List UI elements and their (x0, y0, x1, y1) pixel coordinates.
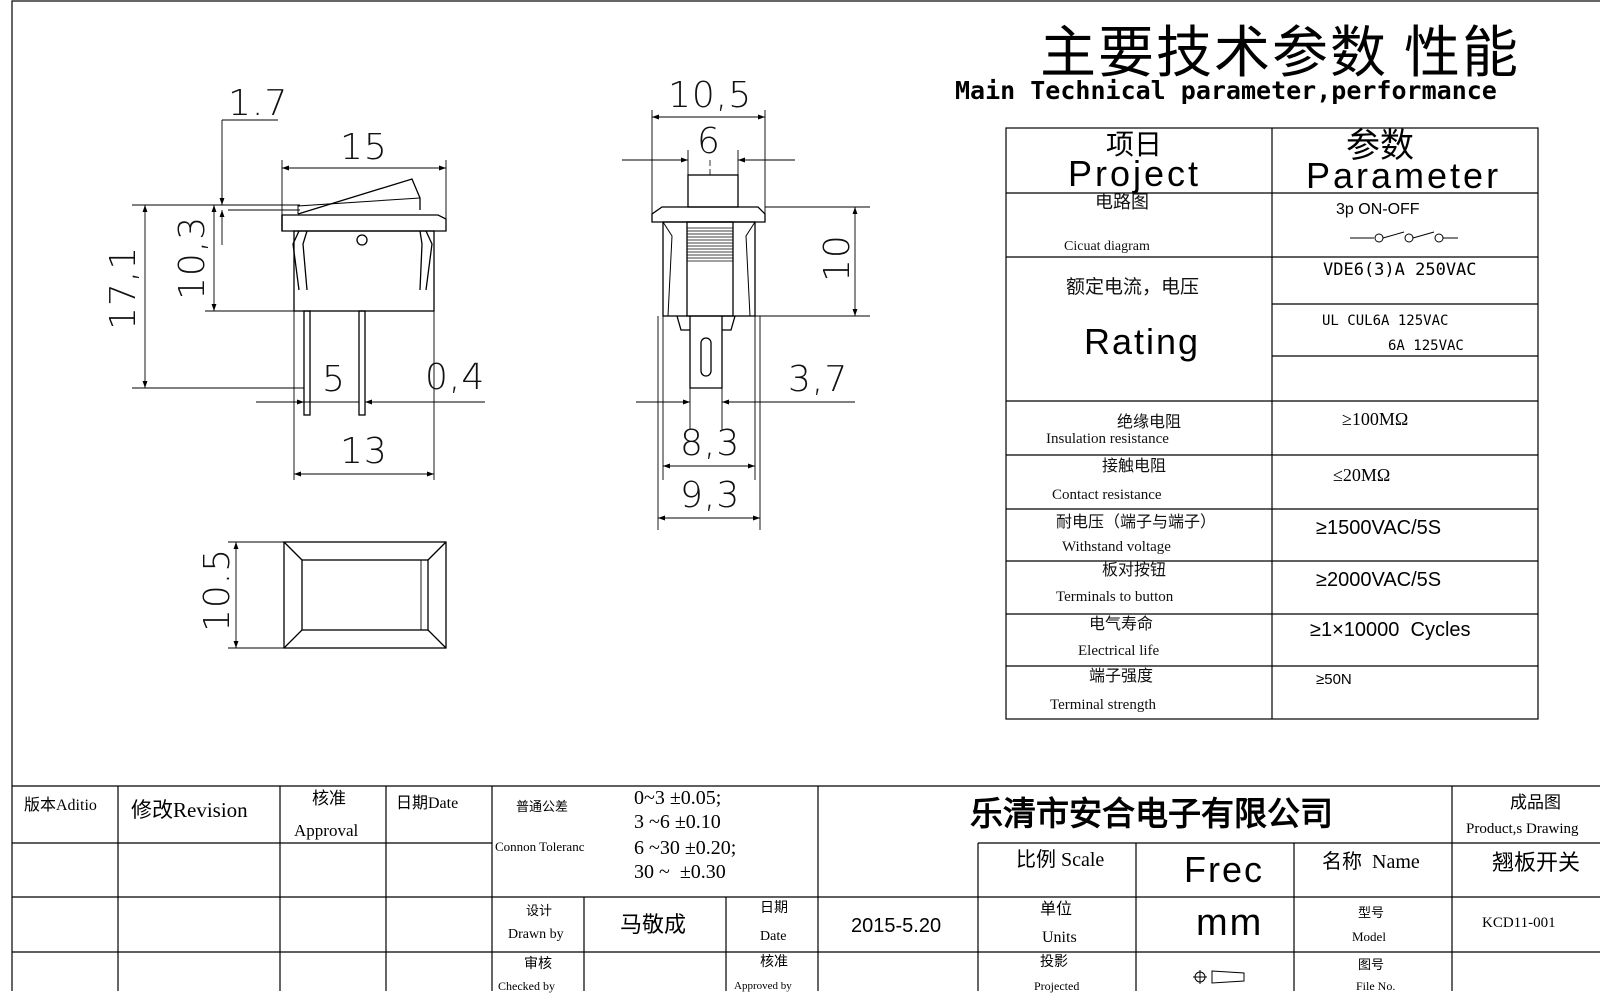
row-circuit-label-cn: 电路图 (1095, 192, 1149, 213)
dim-front-0-4: 0,4 (425, 357, 486, 398)
tb-model-en: Model (1352, 929, 1386, 944)
rocker-top (297, 178, 421, 215)
tb-checked-cn: 审核 (524, 957, 552, 972)
tb-tolerance-en: Connon Toleranc (495, 839, 585, 854)
row-withstand-label-cn: 耐电压（端子与端子） (1056, 512, 1217, 531)
tb-approved-en: Approved by (734, 980, 792, 992)
row-insulation-label-cn: 绝缘电阻 (1117, 412, 1182, 431)
row-circuit-value: 3p ON-OFF (1336, 201, 1420, 218)
tb-date: 日期Date (396, 795, 459, 812)
cutout-view (228, 541, 447, 649)
row-strength-value: ≥50N (1316, 671, 1352, 688)
page-title-cn: 主要技术参数 性能 (1040, 23, 1520, 85)
row-button-label-en: Terminals to button (1056, 589, 1174, 605)
front-dimension-lines (142, 160, 485, 477)
tb-approval-en: Approval (294, 821, 359, 840)
dim-front-15: 15 (340, 127, 388, 168)
row-strength-label-en: Terminal strength (1050, 697, 1157, 713)
tb-date2-cn: 日期 (760, 901, 788, 916)
tb-units-en: Units (1042, 929, 1077, 946)
tb-product-en: Product,s Drawing (1466, 821, 1579, 837)
tb-model-value: KCD11-001 (1482, 915, 1556, 931)
dim-front-13: 13 (340, 431, 388, 472)
row-life-value: ≥1×10000 Cycles (1310, 619, 1471, 641)
tb-drawn-value: 马敬成 (620, 912, 687, 937)
tb-units-cn: 单位 (1040, 901, 1073, 918)
row-rating-label-cn: 额定电流，电压 (1066, 276, 1200, 298)
tb-checked-en: Checked by (498, 979, 555, 993)
row-circuit-label-en: Cicuat diagram (1064, 239, 1150, 254)
front-view (132, 119, 447, 480)
row-rating-label-en: Rating (1084, 321, 1201, 362)
row-contact-value: ≤20MΩ (1333, 465, 1391, 485)
projection-symbol (1193, 970, 1245, 984)
circuit-symbol (1350, 231, 1458, 243)
tb-tolerance-2: 3 ~6 ±0.10 (634, 811, 721, 833)
dim-side-6: 6 (697, 121, 721, 162)
row-insulation-value: ≥100MΩ (1342, 409, 1409, 429)
row-rating-value-1: VDE6(3)A 250VAC (1323, 260, 1477, 280)
tb-approved-cn: 核准 (760, 955, 788, 970)
side-view (651, 110, 870, 530)
row-withstand-label-en: Withstand voltage (1062, 539, 1171, 555)
row-life-label-cn: 电气寿命 (1089, 614, 1154, 633)
row-life-label-en: Electrical life (1078, 643, 1160, 659)
row-rating-value-2: UL CUL6A 125VAC (1322, 313, 1449, 329)
tb-company: 乐清市安合电子有限公司 (970, 795, 1333, 832)
row-contact-label-en: Contact resistance (1052, 487, 1162, 503)
tb-units-value: mm (1196, 902, 1264, 944)
dim-side-9-3: 9,3 (680, 475, 741, 516)
row-contact-label-cn: 接触电阻 (1102, 456, 1167, 475)
tb-fileno-cn: 图号 (1358, 957, 1385, 972)
tb-name-value: 翘板开关 (1492, 850, 1581, 875)
row-insulation-label-en: Insulation resistance (1046, 431, 1169, 447)
row-withstand-value: ≥1500VAC/5S (1316, 517, 1442, 539)
spec-table-grid (1005, 127, 1539, 720)
tb-date2-value: 2015-5.20 (851, 915, 942, 937)
dim-cutout-10-5: 10.5 (197, 547, 238, 632)
tb-tolerance-4: 30 ~ ±0.30 (634, 861, 726, 883)
tb-drawn-cn: 设计 (526, 903, 553, 918)
table-header-param-cn: 参数 (1346, 128, 1414, 165)
row-button-value: ≥2000VAC/5S (1316, 569, 1442, 591)
dim-side-3-7: 3,7 (788, 359, 849, 400)
tb-model-cn: 型号 (1358, 905, 1385, 920)
dim-front-5: 5 (322, 359, 346, 400)
row-rating-value-3: 6A 125VAC (1388, 338, 1464, 354)
tb-tolerance-cn: 普通公差 (516, 799, 569, 814)
tb-name-label: 名称 Name (1322, 851, 1420, 873)
tb-date2-en: Date (760, 929, 787, 944)
table-header-param-en: Parameter (1306, 155, 1502, 196)
tb-scale-label: 比例 Scale (1016, 849, 1105, 871)
tb-tolerance-3: 6 ~30 ±0.20; (634, 837, 737, 859)
tb-fileno-en: File No. (1356, 979, 1396, 993)
table-header-item-en: Project (1068, 153, 1202, 194)
sheet-border (11, 0, 1600, 991)
tb-projected-en: Projected (1034, 979, 1080, 993)
dim-front-1-7: 1.7 (228, 83, 289, 124)
tb-edition: 版本Aditio (24, 797, 97, 814)
tb-tolerance-1: 0~3 ±0.05; (634, 787, 722, 809)
dim-side-8-3: 8,3 (680, 423, 741, 464)
dim-side-10: 10 (817, 234, 858, 282)
title-block-grid (12, 785, 1600, 991)
row-strength-label-cn: 端子强度 (1089, 666, 1154, 685)
tb-product-cn: 成品图 (1510, 793, 1561, 812)
tb-drawn-en: Drawn by (508, 927, 564, 942)
tb-revision: 修改Revision (131, 798, 248, 822)
dim-side-10-5: 10,5 (668, 75, 753, 116)
tb-approval-cn: 核准 (312, 789, 346, 808)
dim-front-10-3: 10,3 (172, 215, 213, 300)
page-title-en: Main Technical parameter,performance (955, 76, 1497, 105)
tb-projected-cn: 投影 (1040, 955, 1068, 970)
row-button-label-cn: 板对按钮 (1102, 560, 1167, 579)
tb-scale-value: Frec (1184, 849, 1264, 890)
dim-front-17-1: 17,1 (103, 245, 144, 330)
table-header-item-cn: 项日 (1106, 130, 1163, 161)
side-dimension-lines (622, 114, 858, 521)
